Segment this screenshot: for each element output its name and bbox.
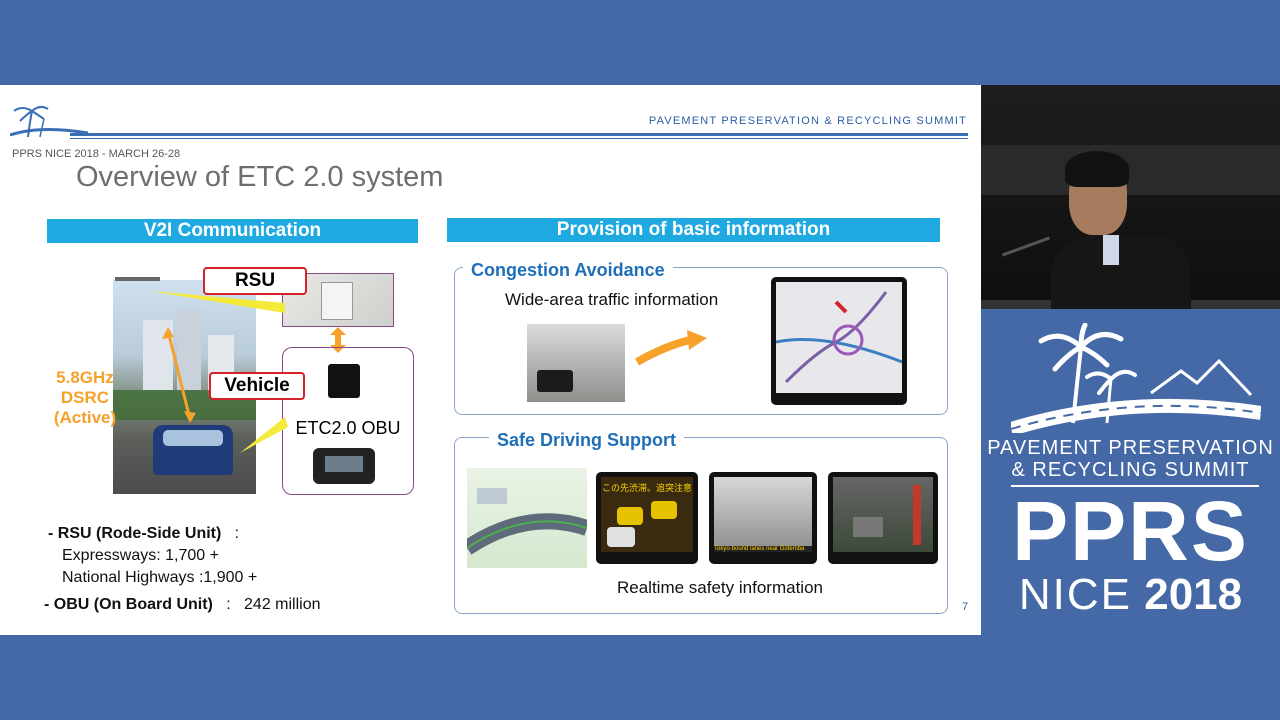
warning-text-2: Tokyo-bound lanes near Gotemba [714,546,812,552]
rsu-pointer-icon [150,291,285,313]
warning-text-1: この先渋滞。追突注意 [601,483,692,493]
logo-line1: PAVEMENT PRESERVATION [987,437,1274,459]
speaker-suit [1051,235,1191,309]
event-date-text: PPRS NICE 2018 - MARCH 26-28 [12,148,181,160]
warning-screen-2: Tokyo-bound lanes near Gotemba [709,472,817,564]
logo-line2: & RECYCLING SUMMIT [1011,459,1250,481]
pprs-logo-panel: PAVEMENT PRESERVATION & RECYCLING SUMMIT… [981,309,1280,635]
basic-info-section-header: Provision of basic information [447,218,940,242]
traffic-map-icon [775,291,903,384]
obu-count-item: - OBU (On Board Unit) : 242 million [44,594,321,616]
expressway-illustration [462,468,590,568]
speaker-shirt [1103,235,1119,265]
list-item: - RSU (Rode-Side Unit) : [48,523,257,545]
congestion-title: Congestion Avoidance [463,260,673,280]
speaker-video [981,85,1280,309]
rsu-heading: - RSU (Rode-Side Unit) [48,525,222,542]
link-arrow-icon [330,327,346,353]
logo-divider [1011,485,1259,487]
logo-summit-text: PAVEMENT PRESERVATION & RECYCLING SUMMIT [981,437,1280,481]
palm-tree-icon [1011,323,1261,433]
rsu-label: RSU [203,267,307,295]
list-item: National Highways :1,900 + [62,569,258,586]
logo-city: NICE [1018,570,1132,619]
header-rule-thin [70,138,968,139]
obu-antenna-photo [328,364,360,398]
congestion-arrow-icon [635,330,707,366]
slide-title: Overview of ETC 2.0 system [76,161,444,193]
logo-city-year: NICE 2018 [981,571,1280,619]
ppr-palm-logo-icon [10,105,89,138]
header-rule [70,133,968,136]
rsu-colon: : [234,525,240,542]
obu-group-box: ETC2.0 OBU [282,347,414,495]
dashboard-photo [527,324,625,402]
dsrc-line1: 5.8GHz DSRC [56,368,114,407]
congestion-caption: Wide-area traffic information [505,290,719,309]
dsrc-line2: (Active) [53,408,117,427]
obu-count-value: 242 million [244,596,321,613]
congestion-panel: Congestion Avoidance Wide-area traffic i… [454,260,948,415]
list-item: Expressways: 1,700 + [62,547,219,564]
rsu-pole [115,277,160,281]
obu-device-photo [313,448,375,484]
warning-screen-1: この先渋滞。追突注意 [596,472,698,564]
dsrc-arrow-icon [162,327,196,423]
vehicle-label: Vehicle [209,372,305,400]
traffic-map-screen [771,277,907,405]
rsu-count-list: - RSU (Rode-Side Unit) : Expressways: 1,… [48,523,257,589]
header-summit-text: PAVEMENT PRESERVATION & RECYCLING SUMMIT [648,115,967,127]
logo-year: 2018 [1144,570,1243,619]
dsrc-label: 5.8GHz DSRC (Active) [30,368,140,428]
vehicle-pointer-icon [240,417,288,453]
logo-pprs: PPRS [1012,484,1249,578]
warning-screen-3 [828,472,938,564]
speaker-hair [1065,151,1129,187]
microphone [1001,236,1051,257]
safe-driving-panel: Safe Driving Support この先渋滞。追突注意 Tokyo-bo… [454,430,948,614]
page-number: 7 [962,601,969,613]
safe-driving-caption: Realtime safety information [617,578,823,597]
v2i-section-header: V2I Communication [47,219,418,243]
obu-colon: : [226,596,231,613]
safe-driving-title: Safe Driving Support [489,430,685,450]
obu-heading: - OBU (On Board Unit) [44,596,213,613]
presentation-slide: PAVEMENT PRESERVATION & RECYCLING SUMMIT… [0,85,981,635]
obu-label: ETC2.0 OBU [295,418,401,438]
